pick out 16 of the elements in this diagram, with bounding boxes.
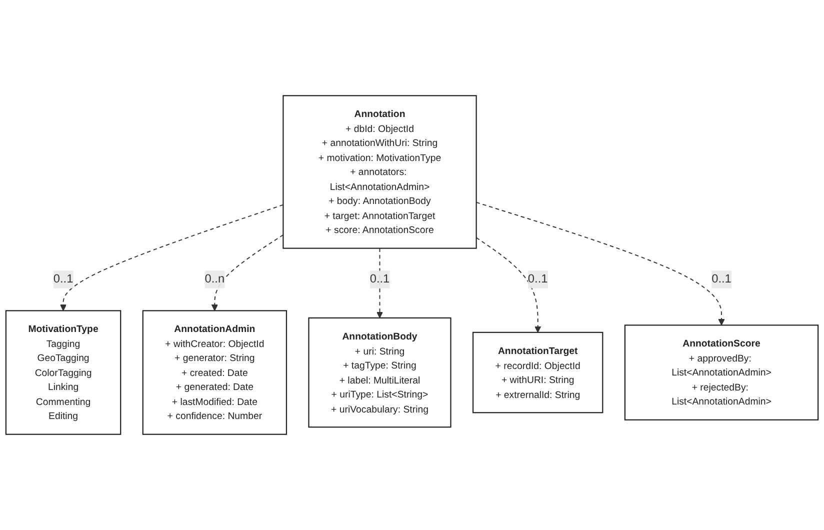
- node-box: Annotation + dbId: ObjectId + annotationWithUri: String + motivation: MotivationType + annotators: List<AnnotationAdmin> + body: AnnotationBody + target: AnnotationTarget + score: AnnotationScore: [282, 95, 477, 249]
- edge-label: 0..1: [712, 272, 732, 286]
- node-box: AnnotationTarget + recordId: ObjectId + withURI: String + extrernalId: String: [472, 332, 604, 414]
- arrow: [60, 204, 284, 311]
- node-box: AnnotationAdmin + withCreator: ObjectId + generator: String + created: Date + generated: Date + lastModified: Date + confidence: Number: [142, 310, 288, 435]
- edge-label: 0..n: [204, 272, 225, 286]
- node-box: AnnotationScore + approvedBy: List<AnnotationAdmin> + rejectedBy: List<AnnotationAdmin>: [624, 324, 819, 420]
- arrow: [211, 234, 284, 311]
- arrow: [376, 248, 384, 318]
- edge-label: 0..1: [370, 272, 390, 286]
- node-box: AnnotationBody + uri: String + tagType: String + label: MultiLiteral + uriType: List<String> + uriVocabulary: String: [308, 317, 452, 428]
- edge-label: 0..1: [528, 272, 548, 286]
- edge-label: 0..1: [53, 272, 74, 286]
- arrow: [476, 237, 542, 333]
- arrow: [476, 202, 725, 326]
- node-box: MotivationType Tagging GeoTagging ColorTagging Linking Commenting Editing: [5, 310, 122, 435]
